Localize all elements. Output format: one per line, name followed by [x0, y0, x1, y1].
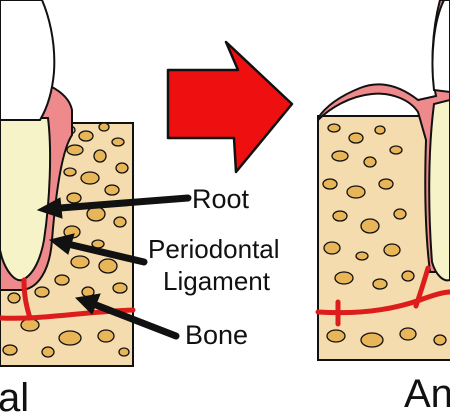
- ligament-label: Ligament: [163, 266, 270, 296]
- root-label: Root: [192, 184, 250, 214]
- right-arrow-icon: [166, 40, 294, 174]
- label-pointers: [36, 194, 192, 340]
- ankylosed-tooth-illustration: [315, 0, 450, 361]
- right-tooth-crown: [431, 0, 450, 94]
- right-bone-flecks: [322, 123, 447, 348]
- left-caption: al: [0, 376, 30, 420]
- left-tooth-root: [0, 117, 52, 282]
- periodontal-pointer-arrow: [68, 241, 148, 266]
- right-caption: An: [404, 372, 450, 416]
- left-bone-flecks: [2, 122, 130, 358]
- root-pointer-arrow: [56, 194, 192, 212]
- normal-tooth-illustration: [0, 0, 136, 367]
- bone-pointer-arrow: [92, 301, 180, 340]
- periodontal-label: Periodontal: [148, 234, 280, 264]
- left-tooth-crown: [0, 0, 56, 121]
- right-blood-vessel: [315, 265, 450, 327]
- bone-label: Bone: [185, 320, 249, 350]
- right-tooth-root: [428, 98, 450, 282]
